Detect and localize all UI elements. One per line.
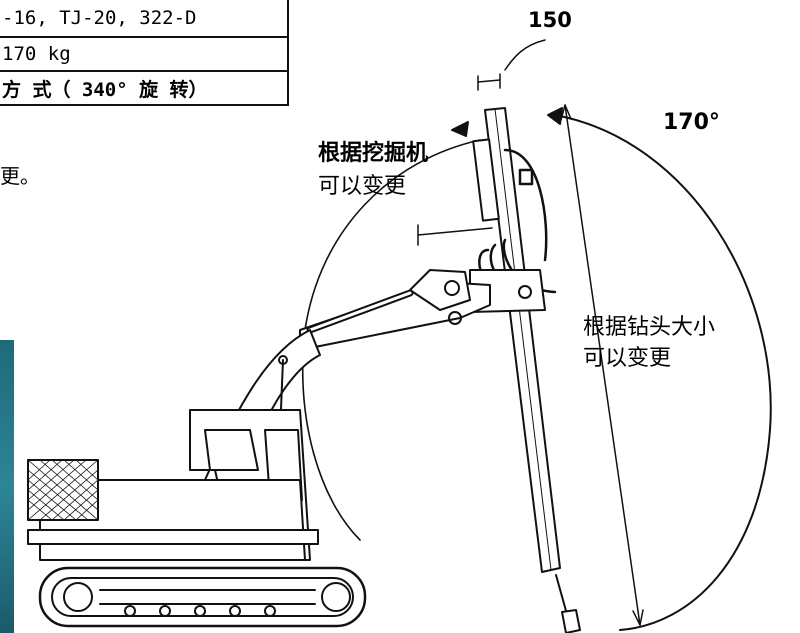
spec-row: -16, TJ-20, 322-D bbox=[0, 0, 289, 38]
photo-edge bbox=[0, 340, 14, 633]
spec-row: 方 式（ 340° 旋 转） bbox=[0, 70, 289, 106]
spec-table: -16, TJ-20, 322-D 170 kg 方 式（ 340° 旋 转） bbox=[0, 0, 289, 106]
angle-dimension bbox=[560, 104, 644, 626]
excavator-note-line2: 可以变更 bbox=[318, 174, 407, 199]
crawler-track bbox=[38, 566, 367, 628]
excavator-arm bbox=[299, 269, 491, 351]
excavator-body bbox=[27, 459, 319, 561]
left-note: 更。 bbox=[0, 164, 40, 188]
excavator-note-line1: 根据挖掘机 bbox=[318, 141, 429, 166]
spec-cell: 方 式（ 340° 旋 转） bbox=[0, 70, 289, 106]
width-dimension bbox=[477, 39, 546, 91]
spec-row: 170 kg bbox=[0, 36, 289, 72]
spec-cell: 170 kg bbox=[0, 36, 289, 72]
width-label: 150 bbox=[528, 8, 572, 32]
angle-label: 170° bbox=[663, 110, 720, 135]
spec-cell: -16, TJ-20, 322-D bbox=[0, 0, 289, 38]
reach-dimension bbox=[417, 224, 493, 246]
drill-mast bbox=[472, 107, 581, 633]
bit-note-line2: 可以变更 bbox=[583, 346, 672, 371]
bit-note-line1: 根据钻头大小 bbox=[583, 315, 716, 340]
